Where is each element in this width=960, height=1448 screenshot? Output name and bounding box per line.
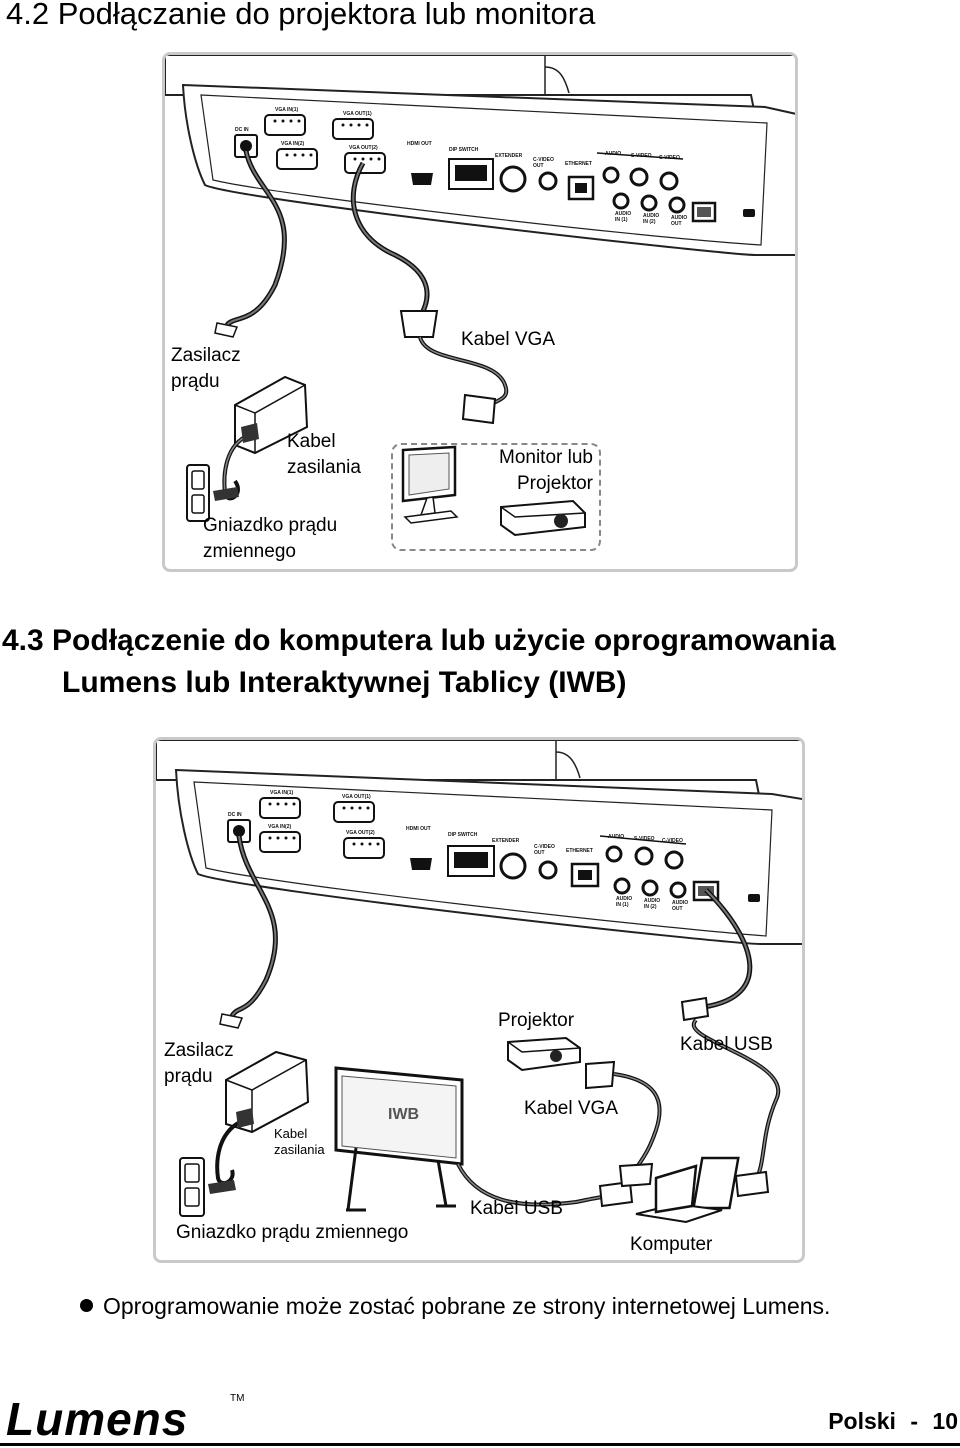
label-ac-outlet: Gniazdko prądu zmiennego (203, 515, 338, 562)
port-label-audio-out: AUDIO OUT (671, 215, 688, 227)
port-label-ethernet: ETHERNET (565, 161, 592, 167)
label-computer: Komputer (630, 1234, 713, 1255)
port-label-vga-in2: VGA IN(2) (281, 141, 305, 147)
port-label-audio: AUDIO (608, 834, 625, 840)
port-label-hdmi-out: HDMI OUT (406, 826, 431, 832)
port-label-vga-out1: VGA OUT(1) (342, 794, 371, 800)
port-label-dc-in: DC IN (228, 812, 242, 818)
port-label-dip-switch: DIP SWITCH (448, 832, 478, 838)
label-usb-cable-bottom: Kabel USB (470, 1198, 563, 1219)
label-power-cable: Kabel zasilania (287, 431, 361, 478)
label-power-adapter: Zasilacz prądu (164, 1040, 234, 1087)
port-label-vga-in1: VGA IN(1) (270, 790, 294, 796)
port-label-dc-in: DC IN (235, 127, 249, 133)
label-projector: Projektor (498, 1010, 575, 1031)
port-label-extender: EXTENDER (495, 153, 523, 159)
port-label-audio-in2: AUDIO IN (2) (644, 898, 661, 910)
trademark-mark: TM (230, 1393, 245, 1404)
footer-separator: - (910, 1408, 919, 1434)
port-label-dip-switch: DIP SWITCH (449, 147, 479, 153)
monitor-projector-group (391, 443, 601, 551)
figure-computer-connection: DC IN VGA IN(1) VGA IN(2) VGA OUT(1) VGA… (153, 737, 805, 1263)
port-label-cvideo: C-VIDEO (662, 838, 683, 844)
label-vga-cable: Kabel VGA (524, 1098, 618, 1119)
section-title-4-2: 4.2 Podłączanie do projektora lub monito… (6, 0, 596, 31)
bullet-icon (80, 1299, 93, 1313)
figure-projector-connection: DC IN VGA IN(1) VGA IN(2) VGA OUT(1) VGA… (162, 52, 798, 572)
port-label-hdmi-out: HDMI OUT (407, 141, 432, 147)
port-label-audio-in2: AUDIO IN (2) (643, 213, 660, 225)
port-label-vga-in2: VGA IN(2) (268, 824, 292, 830)
footer-rule (0, 1443, 960, 1446)
label-iwb: IWB (388, 1106, 420, 1123)
lumens-logo: Lumens (6, 1393, 189, 1445)
port-label-audio-out: AUDIO OUT (672, 900, 689, 912)
port-label-ethernet: ETHERNET (566, 848, 593, 854)
label-usb-cable-top: Kabel USB (680, 1034, 773, 1055)
label-power-cable: Kabel zasilania (274, 1126, 325, 1157)
page-footer: Polski - 10 (828, 1408, 958, 1435)
section-title-4-3: 4.3 Podłączenie do komputera lub użycie … (2, 620, 836, 704)
port-label-audio-in1: AUDIO IN (1) (616, 896, 633, 908)
section-title-4-3-line1: 4.3 Podłączenie do komputera lub użycie … (2, 624, 836, 657)
port-label-extender: EXTENDER (492, 838, 520, 844)
footer-language: Polski (828, 1408, 896, 1434)
port-label-svideo: S-VIDEO (634, 836, 655, 842)
connection-diagram-2 (156, 740, 802, 1224)
port-label-vga-in1: VGA IN(1) (275, 107, 299, 113)
label-power-adapter: Zasilacz prądu (171, 345, 241, 392)
port-label-vga-out2: VGA OUT(2) (349, 145, 378, 151)
section-title-4-3-line2: Lumens lub Interaktywnej Tablicy (IWB) (62, 666, 627, 699)
note-text: Oprogramowanie może zostać pobrane ze st… (103, 1293, 831, 1319)
connection-diagram-1 (165, 55, 795, 537)
label-ac-outlet: Gniazdko prądu zmiennego (176, 1222, 409, 1243)
label-vga-cable: Kabel VGA (461, 329, 555, 350)
port-label-svideo: S-VIDEO (631, 153, 652, 159)
software-download-note: Oprogramowanie może zostać pobrane ze st… (80, 1293, 830, 1320)
label-monitor-projector: Monitor lub Projektor (499, 447, 593, 494)
port-label-audio: AUDIO (605, 151, 622, 157)
port-label-cvideo-out: C-VIDEO OUT (533, 157, 554, 169)
port-label-cvideo: C-VIDEO (659, 155, 680, 161)
port-label-audio-in1: AUDIO IN (1) (615, 211, 632, 223)
port-label-vga-out2: VGA OUT(2) (346, 830, 375, 836)
port-label-vga-out1: VGA OUT(1) (343, 111, 372, 117)
port-label-cvideo-out: C-VIDEO OUT (534, 844, 555, 856)
page-number: 10 (932, 1408, 958, 1434)
